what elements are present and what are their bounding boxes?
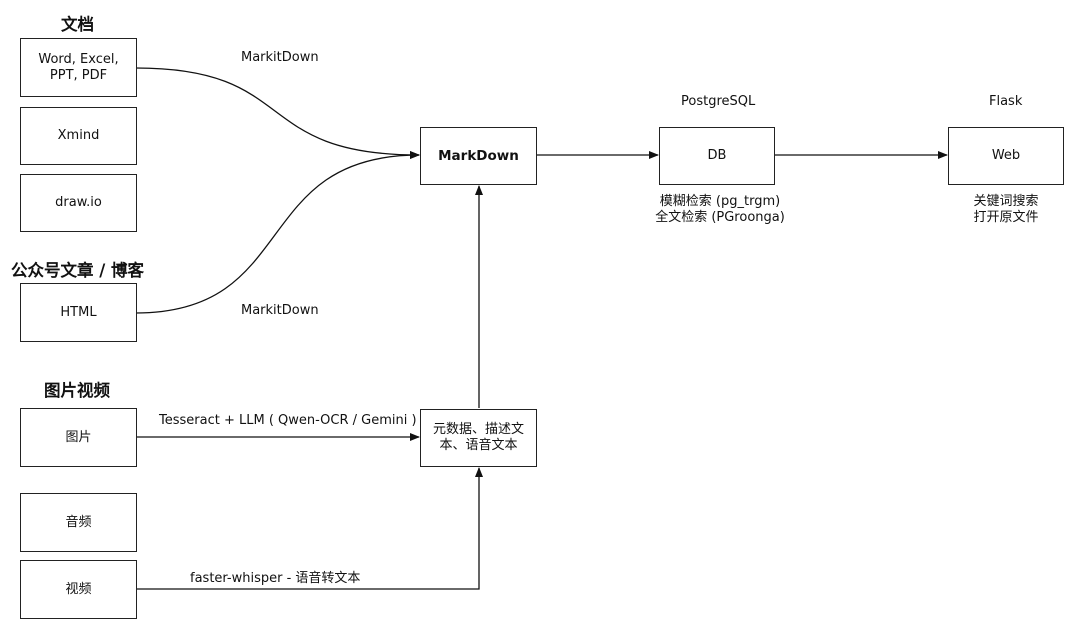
node-metadata: 元数据、描述文本、语音文本: [420, 409, 537, 467]
source-xmind: Xmind: [20, 107, 137, 165]
caption-db: 模糊检索 (pg_trgm) 全文检索 (PGroonga): [640, 194, 800, 226]
node-web: Web: [948, 127, 1064, 185]
source-video: 视频: [20, 560, 137, 619]
edge-label-markitdown-top: MarkitDown: [241, 50, 319, 65]
caption-web-search: 关键词搜索: [973, 194, 1039, 209]
edge-html-to-markdown: [135, 151, 420, 314]
source-html: HTML: [20, 283, 137, 342]
edge-office-to-markdown: [135, 67, 420, 159]
caption-web-open: 打开原文件: [973, 210, 1039, 225]
heading-articles: 公众号文章 / 博客: [11, 261, 145, 280]
node-db: DB: [659, 127, 775, 185]
heading-media: 图片视频: [44, 381, 110, 400]
edge-video-to-metadata: [136, 467, 483, 590]
source-office: Word, Excel, PPT, PDF: [20, 38, 137, 97]
edge-label-ocr: Tesseract + LLM ( Qwen-OCR / Gemini ): [159, 413, 417, 428]
node-markdown: MarkDown: [420, 127, 537, 185]
edge-label-markitdown-bottom: MarkitDown: [241, 303, 319, 318]
caption-web: 关键词搜索 打开原文件: [946, 194, 1066, 226]
source-image: 图片: [20, 408, 137, 467]
source-audio: 音频: [20, 493, 137, 552]
source-drawio: draw.io: [20, 174, 137, 232]
title-postgresql: PostgreSQL: [681, 94, 756, 109]
caption-db-fulltext: 全文检索 (PGroonga): [655, 210, 785, 225]
title-flask: Flask: [989, 94, 1023, 109]
caption-db-fuzzy: 模糊检索 (pg_trgm): [659, 194, 781, 209]
edge-label-whisper: faster-whisper - 语音转文本: [190, 571, 361, 586]
heading-documents: 文档: [61, 15, 94, 34]
